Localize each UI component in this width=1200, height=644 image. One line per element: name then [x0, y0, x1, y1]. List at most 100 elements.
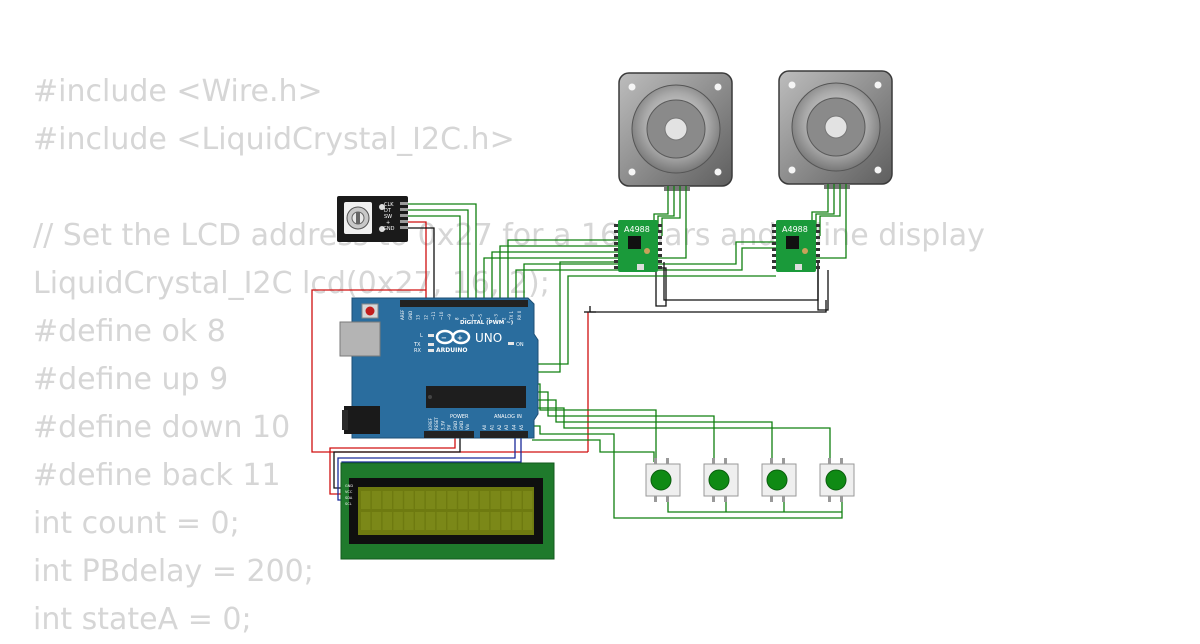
- code-line: #include <LiquidCrystal_I2C.h>: [33, 122, 515, 157]
- encoder-pin-label: CLK: [384, 202, 394, 208]
- driver-label: A4988: [624, 225, 650, 234]
- rotary-encoder: CLK DT SW + GND: [337, 196, 408, 242]
- power-label: POWER: [450, 414, 469, 420]
- circuit-diagram: CLK DT SW + GND A4988: [311, 70, 893, 560]
- encoder-pin-label: SW: [384, 214, 392, 220]
- lcd-cell: [361, 512, 371, 530]
- board-model: UNO: [475, 331, 502, 345]
- lcd-cell: [425, 491, 436, 509]
- lcd-cell: [393, 491, 403, 509]
- lcd-display: GND VCC SDA SCL: [340, 462, 555, 560]
- encoder-pin-label: DT: [384, 208, 392, 214]
- stepper-motor-1: [618, 72, 733, 191]
- reset-button: [365, 306, 375, 316]
- pin-label: GND: [459, 421, 464, 430]
- pin-label: 5V: [447, 424, 452, 430]
- on-label: ON: [516, 342, 524, 348]
- lcd-cell: [512, 512, 522, 530]
- pin-label: RX 0: [517, 310, 522, 320]
- lcd-cell: [436, 512, 446, 530]
- push-button-4[interactable]: [819, 458, 855, 502]
- code-line: int count = 0;: [33, 506, 240, 541]
- digital-label: DIGITAL (PWM ~): [460, 320, 514, 326]
- pin-label: A5: [519, 424, 524, 430]
- pin-label: AREF: [400, 309, 405, 320]
- lcd-character-cells: [361, 491, 533, 530]
- pin-label: 7: [462, 317, 467, 320]
- push-button-cap[interactable]: [650, 469, 672, 491]
- lcd-cell: [361, 491, 371, 509]
- code-line: #define down 10: [33, 410, 291, 445]
- pin-label: 4: [486, 317, 491, 320]
- pin-label: TX 1: [509, 311, 514, 321]
- lcd-pin-label: SCL: [345, 502, 352, 506]
- lcd-cell: [490, 512, 500, 530]
- stepper-driver-1: A4988: [614, 220, 662, 272]
- code-line: int PBdelay = 200;: [33, 554, 314, 589]
- svg-text:+: +: [457, 334, 463, 342]
- code-line: #define up 9: [33, 362, 229, 397]
- lcd-cell: [458, 491, 468, 509]
- lcd-cell: [469, 512, 479, 530]
- pin-label: ~5: [478, 314, 483, 320]
- pin-label: A1: [489, 424, 494, 430]
- l-label: L: [420, 333, 423, 339]
- lcd-cell: [523, 491, 533, 509]
- code-line: #include <Wire.h>: [33, 74, 323, 109]
- pin-label: GND: [408, 311, 413, 320]
- rx-label: RX: [414, 348, 421, 354]
- driver-label: A4988: [782, 225, 808, 234]
- power-jack: [344, 406, 380, 434]
- board-brand: ARDUINO: [436, 347, 467, 354]
- lcd-cell: [501, 512, 511, 530]
- pin-label: ~3: [494, 314, 499, 320]
- pin-label: A3: [504, 424, 509, 430]
- pin-label: ~6: [470, 314, 475, 320]
- svg-text:−: −: [441, 334, 447, 342]
- pin-label: 8: [455, 317, 460, 320]
- lcd-cell: [415, 512, 425, 530]
- tx-label: TX: [413, 342, 421, 348]
- lcd-cell: [458, 512, 468, 530]
- push-button-cap[interactable]: [766, 469, 788, 491]
- lcd-cell: [393, 512, 403, 530]
- lcd-pin-label: GND: [345, 484, 353, 488]
- stepper-driver-2: A4988: [772, 220, 820, 272]
- lcd-cell: [469, 491, 479, 509]
- push-button-1[interactable]: [645, 458, 681, 502]
- encoder-pin-label: +: [386, 220, 390, 226]
- pin-label: IOREF: [428, 417, 433, 430]
- lcd-cell: [447, 491, 457, 509]
- pin-label: 13: [416, 314, 421, 320]
- pin-label: ~11: [431, 311, 436, 320]
- pin-label: RESET: [434, 417, 439, 430]
- lcd-cell: [479, 512, 490, 530]
- lcd-cell: [382, 491, 392, 509]
- lcd-cell: [371, 512, 382, 530]
- lcd-pin-label: SDA: [345, 496, 353, 500]
- push-button-2[interactable]: [703, 458, 739, 502]
- lcd-cell: [382, 512, 392, 530]
- push-button-cap[interactable]: [708, 469, 730, 491]
- pin-label: A2: [497, 424, 502, 430]
- lcd-cell: [404, 491, 414, 509]
- digital-header: [400, 300, 528, 307]
- code-line: #define ok 8: [33, 314, 226, 349]
- pin-label: ~9: [447, 314, 452, 320]
- pin-label: 12: [423, 314, 428, 320]
- push-button-3[interactable]: [761, 458, 797, 502]
- lcd-cell: [404, 512, 414, 530]
- power-header: [424, 431, 474, 438]
- pin-label: ~10: [439, 311, 444, 320]
- arduino-logo: − +: [435, 329, 471, 345]
- push-button-cap[interactable]: [825, 469, 847, 491]
- code-line: // Set the LCD address to 0x27 for a 16 …: [33, 218, 985, 253]
- atmega-chip: [426, 386, 526, 408]
- pin-label: 2: [501, 317, 506, 320]
- pin-label: 3.3V: [440, 421, 445, 430]
- lcd-cell: [371, 491, 382, 509]
- encoder-pin-label: GND: [383, 226, 395, 232]
- usb-port: [339, 321, 381, 357]
